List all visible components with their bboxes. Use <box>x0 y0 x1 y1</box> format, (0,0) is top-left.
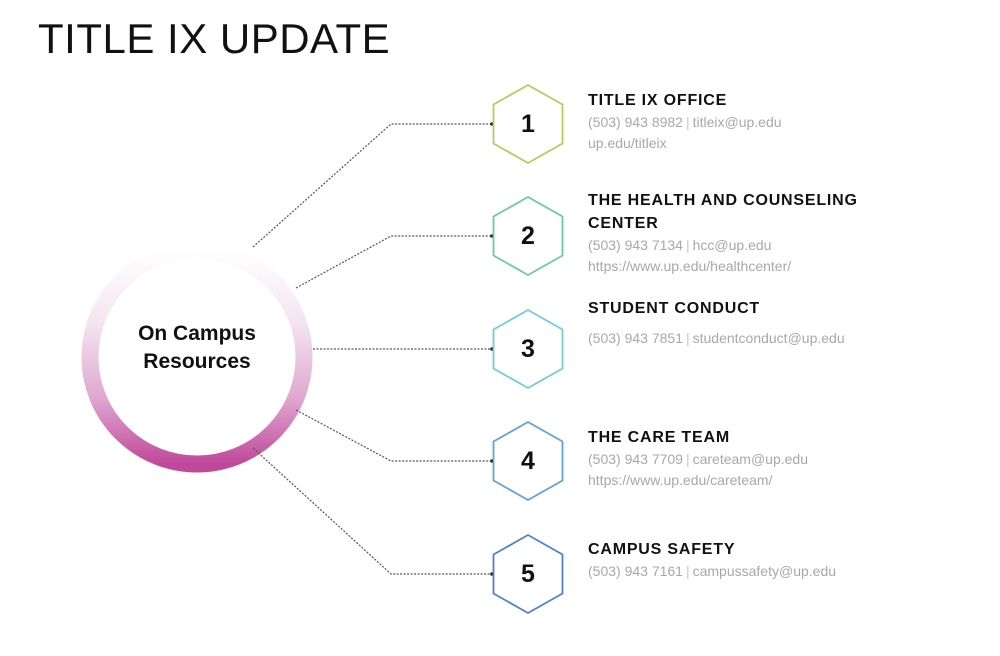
hexagon-1-number: 1 <box>521 110 535 138</box>
hexagon-3-number: 3 <box>521 335 535 363</box>
hexagon-2 <box>492 195 564 277</box>
hexagon-1 <box>492 83 564 165</box>
connector-1 <box>252 123 491 248</box>
resource-email[interactable]: studentconduct@up.edu <box>692 330 845 346</box>
resource-contact: (503) 943 7134|hcc@up.edu <box>588 235 888 256</box>
connector-4 <box>295 409 491 462</box>
resource-contact: (503) 943 8982|titleix@up.edu <box>588 112 918 133</box>
hexagon-5-number: 5 <box>521 560 535 588</box>
hexagon-5 <box>492 533 564 615</box>
resource-email[interactable]: titleix@up.edu <box>692 114 782 130</box>
hub-circle <box>99 259 295 455</box>
resource-url[interactable]: https://www.up.edu/careteam/ <box>588 472 773 488</box>
hub-label-line2: Resources <box>143 350 251 373</box>
resource-contact: (503) 943 7161|campussafety@up.edu <box>588 561 918 582</box>
resource-name: THE HEALTH AND COUNSELING CENTER <box>588 192 858 232</box>
hub-label-line1: On Campus <box>138 322 256 345</box>
separator: | <box>685 114 690 130</box>
resource-item-campus-safety: CAMPUS SAFETY (503) 943 7161|campussafet… <box>588 538 918 582</box>
separator: | <box>685 563 690 579</box>
resource-item-title-ix-office: TITLE IX OFFICE (503) 943 8982|titleix@u… <box>588 89 918 154</box>
resource-item-care-team: THE CARE TEAM (503) 943 7709|careteam@up… <box>588 426 918 491</box>
resource-name: CAMPUS SAFETY <box>588 541 736 558</box>
resource-url[interactable]: https://www.up.edu/healthcenter/ <box>588 258 792 274</box>
resource-email[interactable]: careteam@up.edu <box>692 451 808 467</box>
resource-name: THE CARE TEAM <box>588 429 730 446</box>
resource-phone: (503) 943 7134 <box>588 237 683 253</box>
resource-phone: (503) 943 8982 <box>588 114 683 130</box>
resource-phone: (503) 943 7851 <box>588 330 683 346</box>
hexagon-3 <box>492 308 564 390</box>
hexagon-4-number: 4 <box>521 447 535 475</box>
resource-email[interactable]: hcc@up.edu <box>692 237 772 253</box>
resource-name: TITLE IX OFFICE <box>588 92 728 109</box>
separator: | <box>685 451 690 467</box>
resource-contact: (503) 943 7709|careteam@up.edu <box>588 449 918 470</box>
separator: | <box>685 330 690 346</box>
hub-label: On Campus Resources <box>97 320 297 376</box>
resource-item-student-conduct: STUDENT CONDUCT (503) 943 7851|studentco… <box>588 297 918 349</box>
resource-url[interactable]: up.edu/titleix <box>588 135 667 151</box>
connector-2 <box>295 235 491 289</box>
resource-phone: (503) 943 7709 <box>588 451 683 467</box>
hexagon-2-number: 2 <box>521 222 535 250</box>
separator: | <box>685 237 690 253</box>
hub-ring <box>81 241 313 473</box>
page-title: TITLE IX UPDATE <box>38 15 391 62</box>
resource-name: STUDENT CONDUCT <box>588 300 760 317</box>
resource-item-health-counseling-center: THE HEALTH AND COUNSELING CENTER (503) 9… <box>588 189 888 277</box>
resource-contact: (503) 943 7851|studentconduct@up.edu <box>588 328 918 349</box>
resource-phone: (503) 943 7161 <box>588 563 683 579</box>
resource-email[interactable]: campussafety@up.edu <box>692 563 837 579</box>
hexagon-4 <box>492 420 564 502</box>
connector-5 <box>252 447 491 575</box>
